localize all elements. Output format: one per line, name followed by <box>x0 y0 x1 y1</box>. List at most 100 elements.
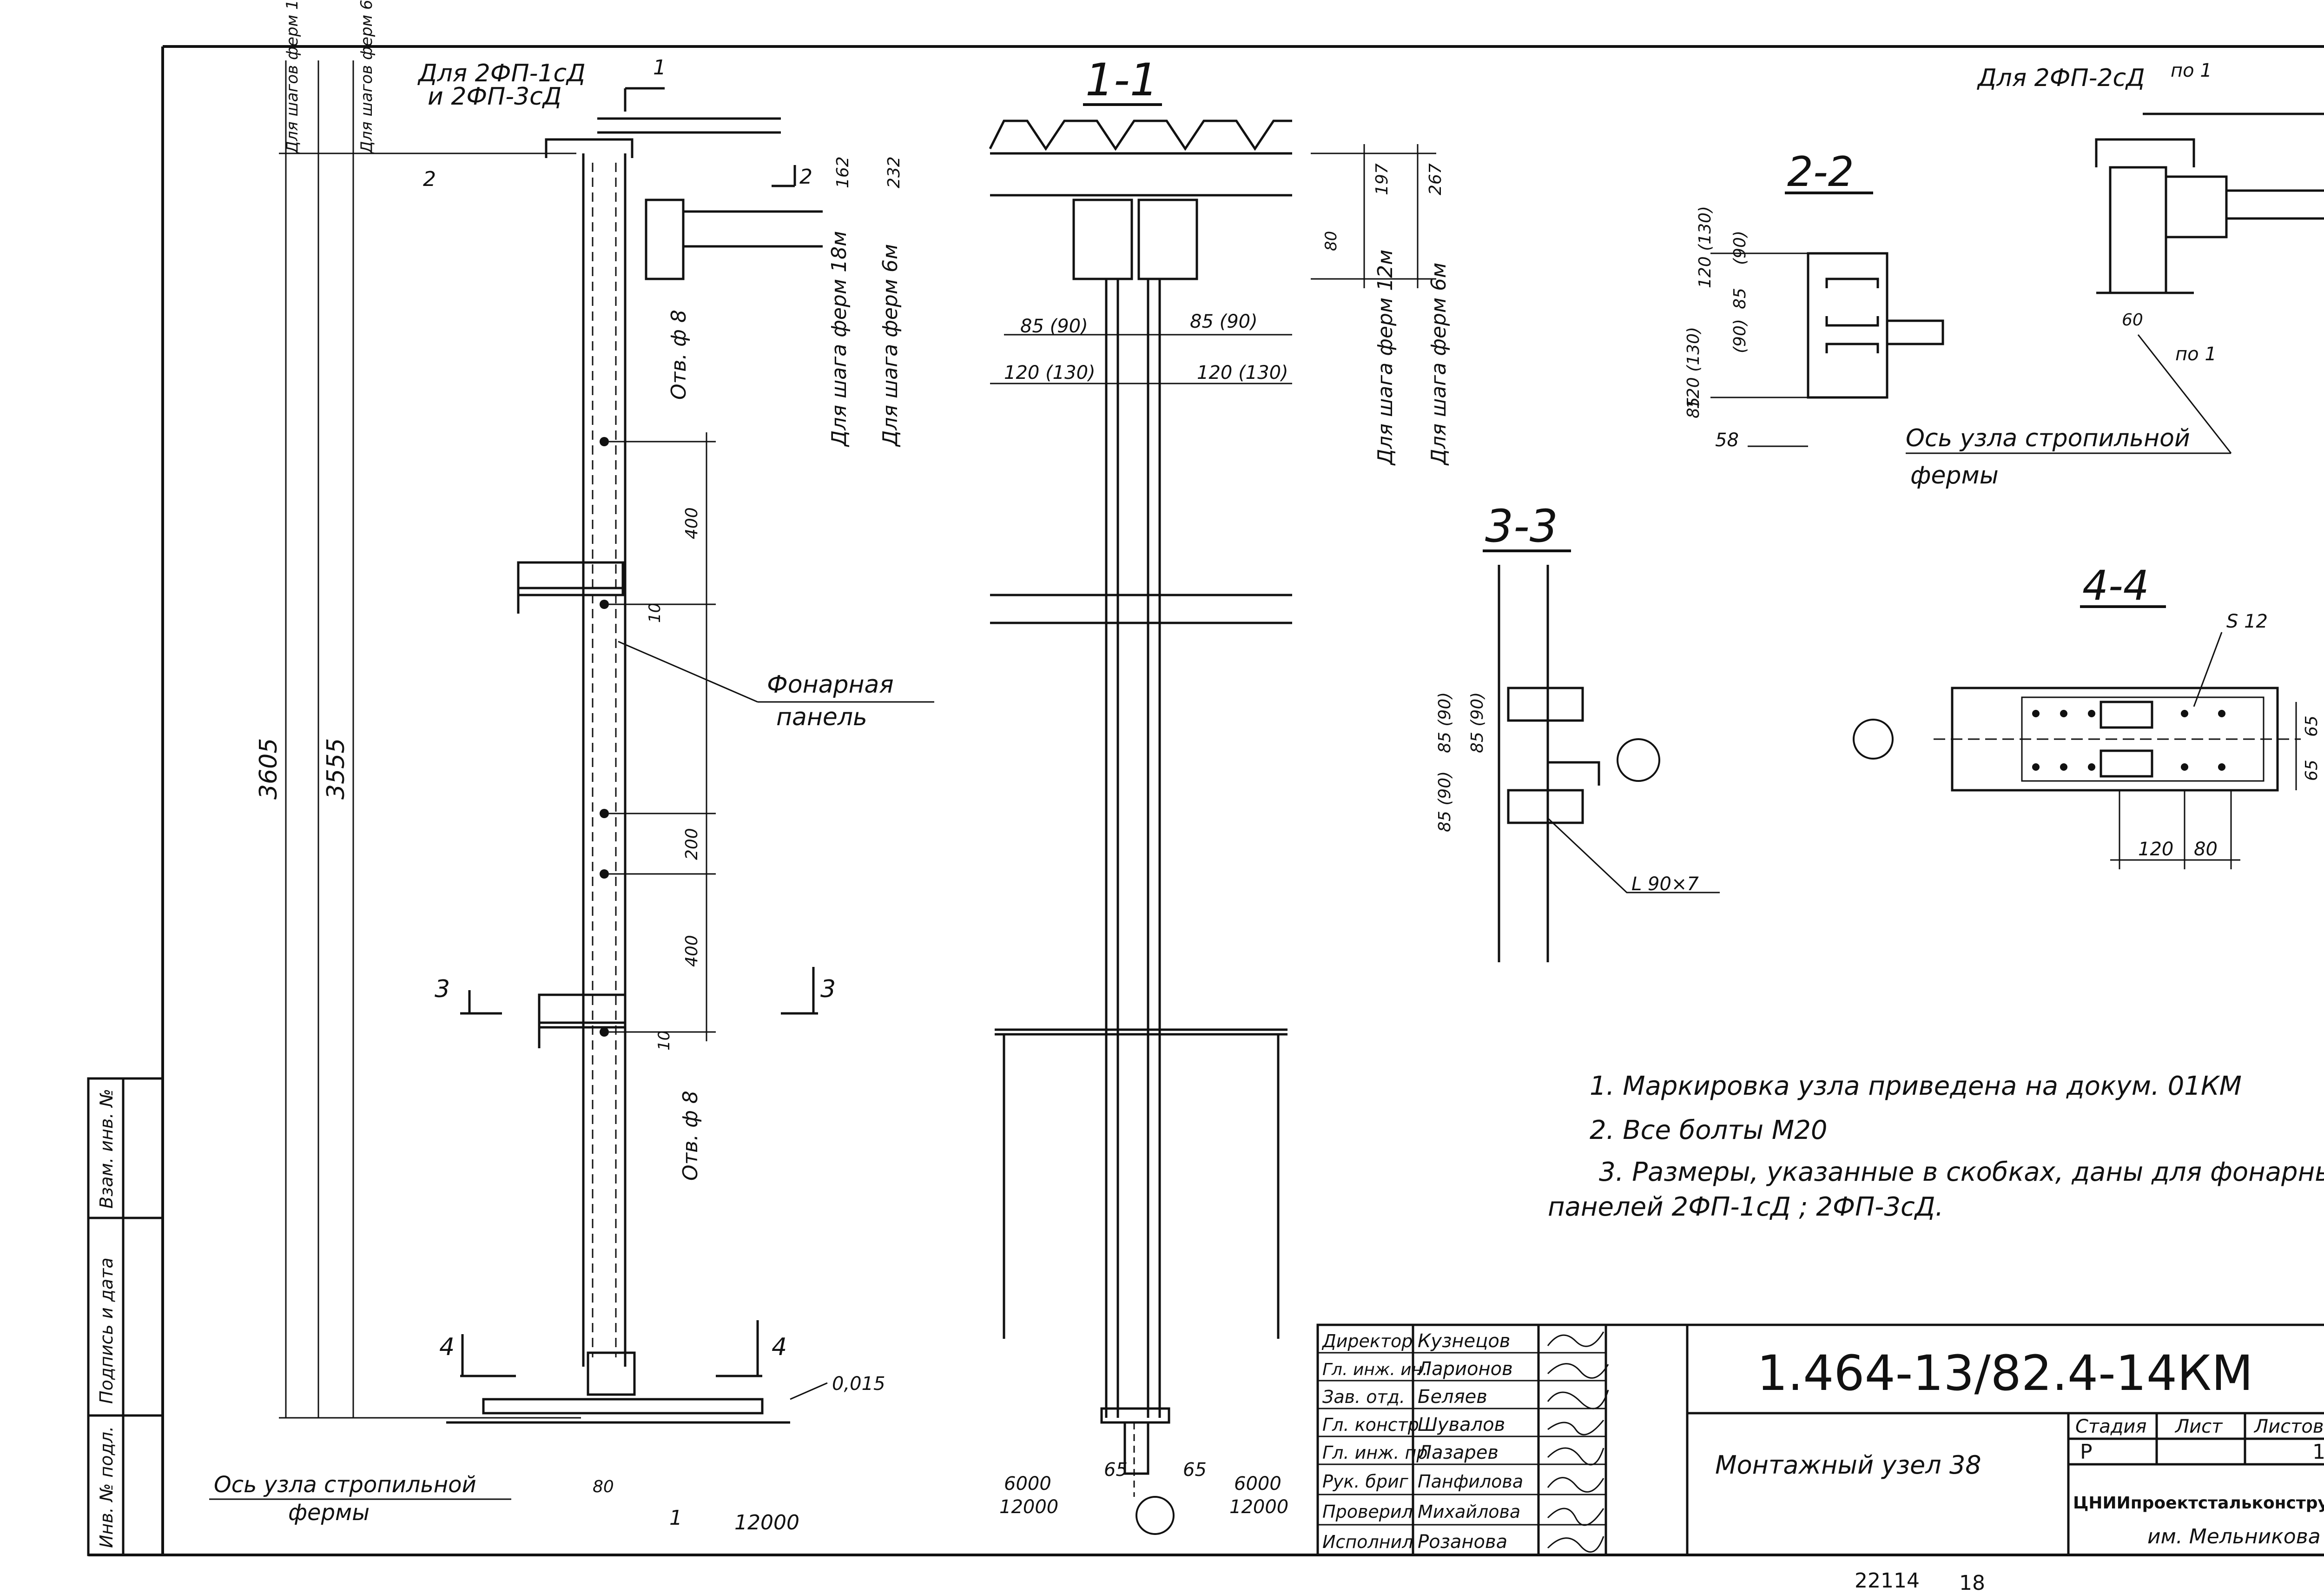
tb-name: Монтажный узел 38 <box>1715 1450 1981 1480</box>
footer-sheet-no: 18 <box>1959 1571 1985 1594</box>
s11-bottom-12000-left: 12000 <box>999 1496 1058 1518</box>
hole-label-1: Отв. ф 8 <box>667 310 691 400</box>
sheet-frame <box>88 45 2324 1556</box>
tb-role-2: Гл. инж. ин. <box>1322 1360 1428 1379</box>
title-block: Директор Кузнецов Гл. инж. ин. Ларионов … <box>1316 1323 2324 1556</box>
s11-dim-197: 197 <box>1373 163 1392 195</box>
section-2-2-title: 2-2 <box>1787 148 1854 196</box>
tb-sheets-hdr: Листов <box>2253 1416 2324 1437</box>
s11-dim-65b: 65 <box>1183 1459 1207 1481</box>
cut-mark-1b: 1 <box>669 1506 682 1530</box>
section-3-3-title: 3-3 <box>1485 500 1558 552</box>
s11-dim-80: 80 <box>1322 231 1340 251</box>
tb-role-8: Исполнил <box>1322 1532 1413 1552</box>
tb-name-7: Михайлова <box>1418 1501 1520 1522</box>
s2cd-mark-60: 60 <box>2122 311 2143 330</box>
cut-mark-2a: 2 <box>423 167 436 191</box>
step-label-18: Для шага ферм 18м <box>827 231 851 447</box>
s33-dim-3: 85 (90) <box>1435 771 1454 832</box>
section-4-4: 4-4 S 12 65 65 120 80 <box>1853 562 2321 869</box>
dim-0015: 0,015 <box>832 1373 885 1395</box>
s11-dim-120-left: 120 (130) <box>1004 362 1096 384</box>
s44-dim-65b: 65 <box>2302 760 2321 781</box>
step-label-6: Для шага ферм 6м <box>878 244 902 447</box>
s11-dim-120-right: 120 (130) <box>1197 362 1288 384</box>
section-1-1-title: 1-1 <box>1085 54 1158 106</box>
cut-mark-3a: 3 <box>435 975 450 1003</box>
s44-dim-120: 120 <box>2138 839 2173 860</box>
s11-step-12: Для шага ферм 12м <box>1373 250 1397 466</box>
s11-dim-65a: 65 <box>1104 1459 1128 1481</box>
stamp-original-inv: Инв. № подл. <box>96 1426 117 1548</box>
s2cd-mark-1: по 1 <box>2171 60 2212 81</box>
for-types-2: и 2ФП-3сД <box>428 83 561 111</box>
s44-thickness: S 12 <box>2226 611 2268 632</box>
cut-mark-4a: 4 <box>439 1333 455 1361</box>
note-3-cont: панелей 2ФП-1сД ; 2ФП-3сД. <box>1548 1192 1943 1222</box>
tb-role-5: Гл. инж. пр <box>1322 1442 1428 1463</box>
s22-dim-85a: 85 <box>1684 397 1703 418</box>
s11-dim-85-right: 85 (90) <box>1190 311 1258 332</box>
s33-dim-1: 85 (90) <box>1435 692 1454 753</box>
section-1-1: 1-1 85 (90) 85 (90) 120 (130) 120 (130) <box>989 54 1451 1535</box>
footer-archive-no: 22114 <box>1855 1569 1920 1593</box>
left-stamp: Инв. № подл. Подпись и дата Взам. инв. № <box>87 1077 164 1556</box>
notes: 1. Маркировка узла приведена на докум. 0… <box>1548 1071 2324 1222</box>
tb-org2: им. Мельникова <box>2147 1525 2321 1548</box>
tb-role-1: Директор <box>1321 1331 1413 1351</box>
tb-name-1: Кузнецов <box>1418 1330 1510 1352</box>
dim-80: 80 <box>593 1477 614 1496</box>
s2cd-axis-1: Ось узла стропильной <box>1906 424 2190 452</box>
s11-dim-85-left: 85 (90) <box>1020 316 1088 337</box>
for-2fp-2sd: Для 2ФП-2сД <box>1977 64 2145 92</box>
col-label-6: Для шагов ферм 6м <box>357 0 376 154</box>
section-2-2: 2-2 120 (130) 85 (90) 120 (130) 85 (90) … <box>1684 148 1944 451</box>
s11-bottom-12000-right: 12000 <box>1229 1496 1288 1518</box>
dim-400b: 400 <box>682 935 701 967</box>
s2cd-axis-2: фермы <box>1910 462 1999 489</box>
detail-2fp-2sd: Для 2ФП-2сД по 1 по 1 60 Ось узла стропи… <box>1906 60 2324 489</box>
dim-3555: 3555 <box>322 738 350 800</box>
tb-name-8: Розанова <box>1418 1531 1507 1553</box>
s22-dim-120a: 120 (130) <box>1684 327 1703 409</box>
tb-name-5: Лазарев <box>1417 1442 1499 1463</box>
axis-label-1: Ось узла стропильной <box>214 1472 476 1498</box>
col-label-18: Для шагов ферм 18м <box>283 0 302 154</box>
stamp-replace-inv: Взам. инв. № <box>96 1089 117 1209</box>
tb-role-7: Проверил <box>1322 1501 1413 1522</box>
tb-name-4: Шувалов <box>1418 1414 1505 1435</box>
cut-mark-3b: 3 <box>820 975 836 1003</box>
for-types-1: Для 2ФП-1сД <box>417 60 586 87</box>
s2cd-mark-2: по 1 <box>2175 344 2217 365</box>
s11-step-6: Для шага ферм 6м <box>1427 263 1451 466</box>
dim-162: 162 <box>833 156 852 188</box>
tb-name-3: Беляев <box>1418 1386 1487 1408</box>
s22-dim-90a: (90) <box>1730 319 1750 353</box>
note-1: 1. Маркировка узла приведена на докум. 0… <box>1590 1071 2242 1101</box>
axis-label-2: фермы <box>288 1500 370 1526</box>
dim-3605: 3605 <box>255 738 283 800</box>
tb-name-6: Панфилова <box>1418 1471 1523 1492</box>
note-3: 3. Размеры, указанные в скобках, даны дл… <box>1599 1157 2324 1187</box>
stamp-signature-date: Подпись и дата <box>96 1257 117 1404</box>
note-2: 2. Все болты М20 <box>1590 1115 1828 1145</box>
section-4-4-title: 4-4 <box>2082 562 2149 609</box>
tb-code: 1.464-13/82.4-14КМ <box>1757 1345 2253 1402</box>
tb-name-2: Ларионов <box>1417 1358 1513 1380</box>
hole-label-2: Отв. ф 8 <box>679 1091 702 1181</box>
tb-role-3: Зав. отд. <box>1322 1387 1405 1407</box>
s11-bottom-6000-right: 6000 <box>1234 1473 1281 1495</box>
dim-232: 232 <box>885 156 904 188</box>
dim-400a: 400 <box>682 507 701 539</box>
tb-role-6: Рук. бриг <box>1322 1471 1409 1492</box>
s22-dim-58: 58 <box>1715 430 1739 451</box>
panel-label-2: панель <box>776 703 867 731</box>
signatures <box>1547 1331 1609 1553</box>
s11-bottom-6000-left: 6000 <box>1004 1473 1051 1495</box>
tb-sheets: 1 <box>2312 1440 2324 1464</box>
cut-mark-4b: 4 <box>772 1333 787 1361</box>
s44-dim-80: 80 <box>2194 839 2218 860</box>
dim-12000: 12000 <box>734 1511 799 1534</box>
s22-dim-90b: (90) <box>1730 231 1750 265</box>
